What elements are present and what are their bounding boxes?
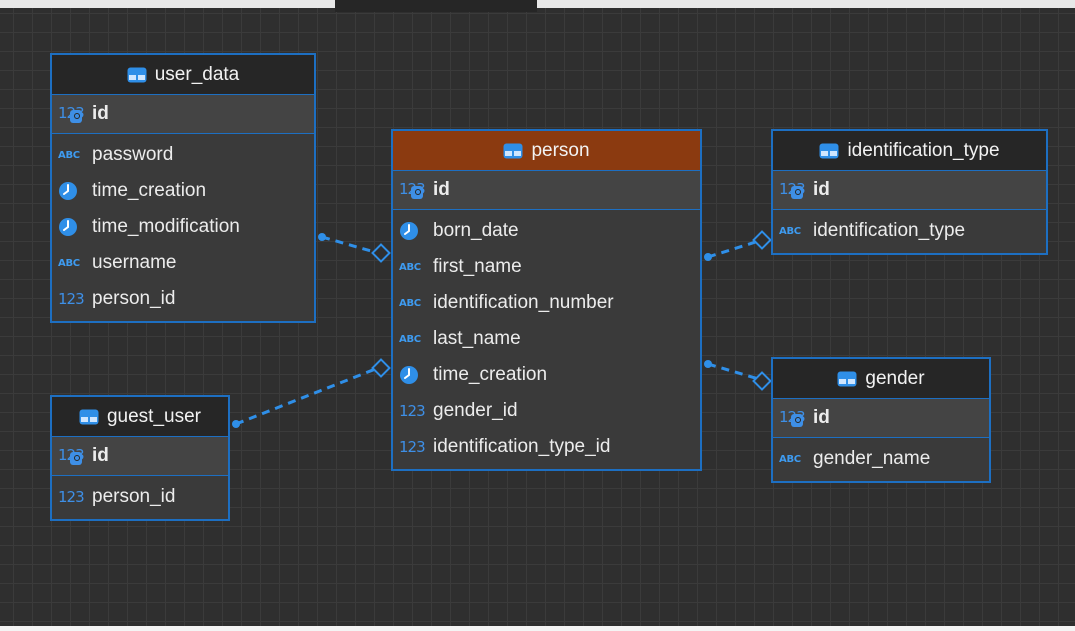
entity-title: user_data [154, 63, 240, 85]
abc-icon: ABC [58, 257, 80, 269]
entity-identification_type[interactable]: identification_type123idABCidentificatio… [771, 129, 1048, 255]
primary-key-icon: 123 [399, 180, 433, 200]
column-row[interactable]: 123 person_id [52, 281, 314, 317]
table-icon [819, 143, 839, 159]
column-row[interactable]: 123 gender_id [393, 393, 700, 429]
entity-title: gender [865, 367, 925, 389]
column-list: ABC identification_type [773, 210, 1046, 253]
column-row[interactable]: time_modification [52, 209, 314, 245]
column-label: gender_id [433, 400, 518, 421]
table-icon [503, 143, 523, 159]
column-label: identification_type [813, 220, 966, 241]
column-label: born_date [433, 220, 519, 241]
table-icon [127, 67, 147, 82]
table-icon [79, 409, 99, 424]
window-top-strip [0, 0, 1075, 8]
primary-key-icon: 123 [58, 446, 92, 466]
entity-header[interactable]: gender [773, 359, 989, 399]
column-list: ABC gender_name [773, 438, 989, 481]
entity-title: person [531, 139, 590, 161]
column-label: identification_type_id [433, 436, 611, 457]
column-row[interactable]: time_creation [393, 357, 700, 393]
column-row[interactable]: 123 person_id [52, 479, 228, 515]
column-row[interactable]: ABC first_name [393, 249, 700, 285]
column-row[interactable]: ABC username [52, 245, 314, 281]
entity-header[interactable]: guest_user [52, 397, 228, 437]
column-label: identification_number [433, 292, 614, 313]
column-row[interactable]: ABC last_name [393, 321, 700, 357]
abc-icon: ABC [399, 297, 421, 309]
entity-guest_user[interactable]: guest_user123id123person_id [50, 395, 230, 521]
column-label: time_creation [92, 180, 207, 201]
column-label: time_creation [433, 364, 548, 385]
primary-key-label: id [92, 103, 109, 124]
column-label: gender_name [813, 448, 931, 469]
entity-header[interactable]: identification_type [773, 131, 1046, 171]
column-row[interactable]: ABC identification_number [393, 285, 700, 321]
number-icon: 123 [399, 402, 426, 420]
number-icon: 123 [58, 290, 85, 308]
column-row[interactable]: 123 identification_type_id [393, 429, 700, 465]
column-label: person_id [92, 486, 176, 507]
column-row[interactable]: ABC password [52, 137, 314, 173]
abc-icon: ABC [779, 453, 801, 465]
clock-icon [58, 217, 92, 237]
column-label: time_modification [92, 216, 240, 237]
primary-key-label: id [813, 179, 830, 200]
column-row[interactable]: born_date [393, 213, 700, 249]
entity-user_data[interactable]: user_data123idABCpasswordtime_creationti… [50, 53, 316, 323]
entity-title: identification_type [847, 139, 1000, 161]
number-icon: 123 [399, 438, 426, 456]
toolbar-tab[interactable] [335, 0, 537, 12]
number-icon: 123 [58, 488, 85, 506]
column-label: username [92, 252, 177, 273]
column-row[interactable]: ABC gender_name [773, 441, 989, 477]
abc-icon: ABC [399, 333, 421, 345]
clock-icon [399, 365, 433, 385]
column-list: ABC password time_creation time_modificatio… [52, 134, 314, 321]
table-icon [819, 143, 839, 158]
column-label: person_id [92, 288, 176, 309]
entity-gender[interactable]: gender 123idABC gender_name [771, 357, 991, 483]
abc-icon: ABC [399, 261, 421, 273]
column-list: 123 person_id [52, 476, 228, 519]
entity-header[interactable]: user_data [52, 55, 314, 95]
table-icon [503, 143, 523, 158]
primary-key-label: id [92, 445, 109, 466]
primary-key-icon: 123 [58, 104, 92, 124]
table-icon [127, 67, 147, 83]
window-bottom-strip [0, 626, 1075, 631]
primary-key-icon: 123 [779, 180, 813, 200]
primary-key-label: id [433, 179, 450, 200]
column-label: last_name [433, 328, 521, 349]
abc-icon: ABC [58, 149, 80, 161]
clock-icon [399, 221, 433, 241]
entity-header[interactable]: person [393, 131, 700, 171]
entity-title: guest_user [106, 405, 201, 427]
primary-key-label: id [813, 407, 830, 428]
column-row[interactable]: time_creation [52, 173, 314, 209]
column-row[interactable]: ABC identification_type [773, 213, 1046, 249]
table-icon [837, 371, 857, 386]
table-icon [837, 371, 857, 387]
clock-icon [58, 181, 92, 201]
column-label: first_name [433, 256, 522, 277]
table-icon [79, 409, 99, 425]
primary-key-icon: 123 [779, 408, 813, 428]
column-label: password [92, 144, 174, 165]
abc-icon: ABC [779, 225, 801, 237]
entity-person[interactable]: person123idborn_dateABCfirst_nameABCiden… [391, 129, 702, 471]
